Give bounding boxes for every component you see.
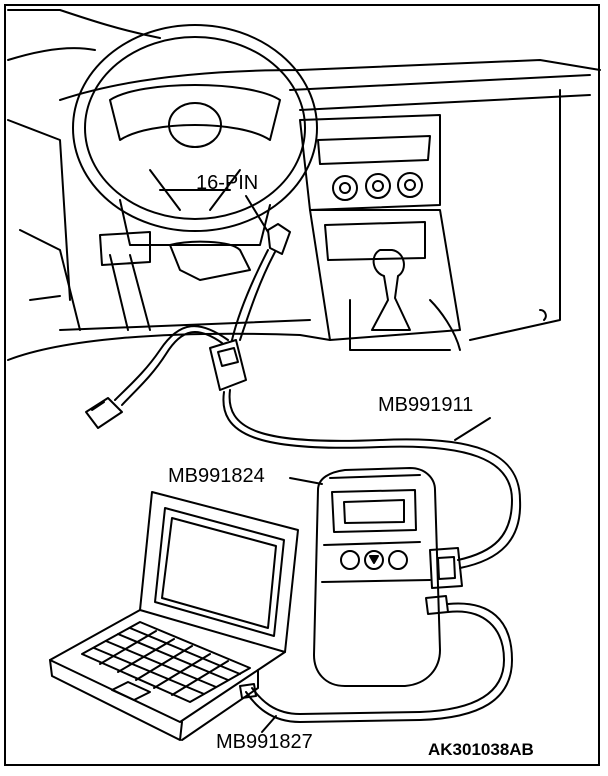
- tester-mb991824: [289, 467, 463, 687]
- usb-cable-mb991827: [239, 602, 513, 733]
- steering-wheel: [72, 24, 318, 232]
- figure-id-label: AK301038AB: [428, 740, 534, 759]
- connector-16pin-pointer: [245, 195, 291, 255]
- laptop-computer: [49, 491, 299, 741]
- tester-label: MB991824: [168, 465, 265, 487]
- adapter-cable-mb991911: [85, 249, 522, 569]
- connector-16pin-label: 16-PIN: [196, 172, 259, 194]
- adapter-cable-label: MB991911: [378, 394, 474, 416]
- usb-cable-label: MB991827: [216, 731, 313, 753]
- dashboard-drawing: [7, 9, 601, 361]
